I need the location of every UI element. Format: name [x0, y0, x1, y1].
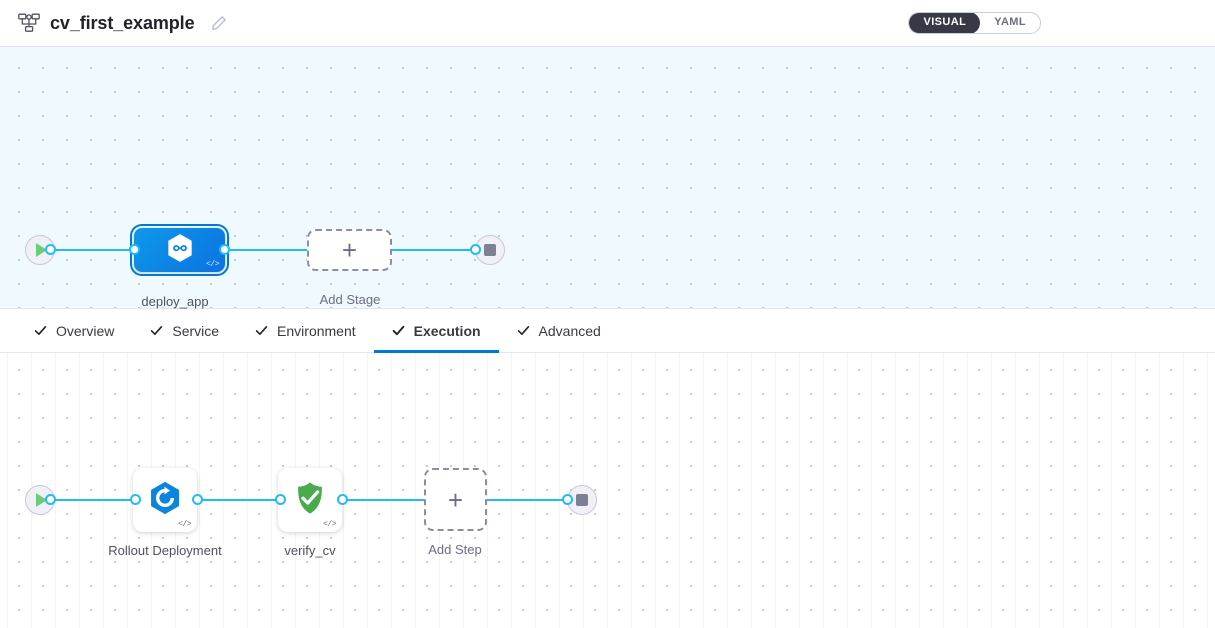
add-stage-button[interactable]: + — [307, 229, 392, 271]
yaml-code-badge[interactable]: </> — [323, 520, 336, 529]
check-icon — [34, 324, 47, 337]
port-deploy-app-in[interactable] — [129, 244, 140, 255]
wire-deploy-app-to-add-stage — [215, 249, 315, 251]
stage-label-deploy-app: deploy_app — [141, 294, 209, 309]
page-title: cv_first_example — [50, 12, 195, 33]
harness-cd-hexagon-icon — [164, 232, 196, 269]
wire-start-to-rollout — [55, 499, 140, 501]
header-left-group: cv_first_example — [0, 13, 227, 34]
step-node-verify-cv[interactable]: </> — [278, 468, 342, 532]
toggle-option-visual[interactable]: VISUAL — [909, 13, 981, 33]
tab-label-environment: Environment — [277, 322, 356, 339]
execution-canvas[interactable]: </> Rollout Deployment </> verify_cv — [0, 353, 1215, 628]
stage-node-deploy-app[interactable]: </> — [130, 224, 229, 276]
wire-start-to-deploy-app — [55, 249, 145, 251]
yaml-code-badge[interactable]: </> — [206, 260, 219, 269]
check-icon — [517, 324, 530, 337]
stop-icon — [484, 244, 496, 256]
play-icon — [36, 493, 47, 507]
toggle-option-yaml[interactable]: YAML — [994, 16, 1026, 28]
port-end-in[interactable] — [470, 244, 481, 255]
port-rollout-out[interactable] — [192, 494, 203, 505]
tab-execution[interactable]: Execution — [373, 309, 499, 353]
port-deploy-app-out[interactable] — [219, 244, 230, 255]
tab-advanced[interactable]: Advanced — [499, 309, 619, 352]
tab-environment[interactable]: Environment — [237, 309, 374, 352]
step-label-verify-cv: verify_cv — [284, 543, 336, 558]
port-rollout-in[interactable] — [130, 494, 141, 505]
port-verify-cv-in[interactable] — [275, 494, 286, 505]
step-graph: </> Rollout Deployment </> verify_cv — [0, 353, 1215, 628]
add-stage-label: Add Stage — [319, 292, 381, 307]
stage-canvas[interactable]: </> deploy_app + Add Stage — [0, 47, 1215, 309]
wire-add-stage-to-end — [385, 249, 485, 251]
add-step-label: Add Step — [428, 542, 482, 557]
wire-rollout-to-verify-cv — [196, 499, 286, 501]
green-shield-check-icon — [291, 479, 329, 522]
port-verify-cv-out[interactable] — [337, 494, 348, 505]
stage-config-tabs: Overview Service Environment Execution A — [0, 309, 1215, 353]
rollout-deployment-icon — [146, 479, 184, 522]
pipeline-icon — [18, 13, 40, 33]
edit-pencil-icon[interactable] — [211, 15, 227, 31]
tab-label-advanced: Advanced — [538, 322, 601, 339]
tab-label-overview: Overview — [56, 322, 115, 339]
port-start-out[interactable] — [45, 244, 56, 255]
add-step-button[interactable]: + — [424, 468, 487, 531]
execution-end-node[interactable] — [567, 485, 597, 515]
tab-label-service: Service — [172, 322, 220, 339]
port-exec-end-in[interactable] — [562, 494, 573, 505]
plus-icon: + — [341, 235, 358, 265]
check-icon — [150, 324, 163, 337]
stop-icon — [576, 494, 588, 506]
wire-verify-cv-to-add-step — [340, 499, 425, 501]
play-icon — [36, 243, 47, 257]
check-icon — [255, 324, 268, 337]
tab-overview[interactable]: Overview — [16, 309, 132, 352]
plus-icon: + — [447, 484, 464, 515]
step-node-rollout-deployment[interactable]: </> — [133, 468, 197, 532]
view-mode-toggle[interactable]: VISUAL YAML — [908, 12, 1041, 34]
yaml-code-badge[interactable]: </> — [178, 520, 191, 529]
app-header: cv_first_example VISUAL YAML — [0, 0, 1215, 47]
stage-graph: </> deploy_app + Add Stage — [0, 47, 1215, 309]
port-exec-start-out[interactable] — [45, 494, 56, 505]
check-icon — [392, 324, 405, 337]
tab-label-execution: Execution — [413, 322, 481, 339]
wire-add-step-to-end — [487, 499, 575, 501]
tab-service[interactable]: Service — [132, 309, 237, 352]
step-label-rollout-deployment: Rollout Deployment — [108, 543, 222, 558]
header-right-group: VISUAL YAML — [908, 12, 1215, 34]
